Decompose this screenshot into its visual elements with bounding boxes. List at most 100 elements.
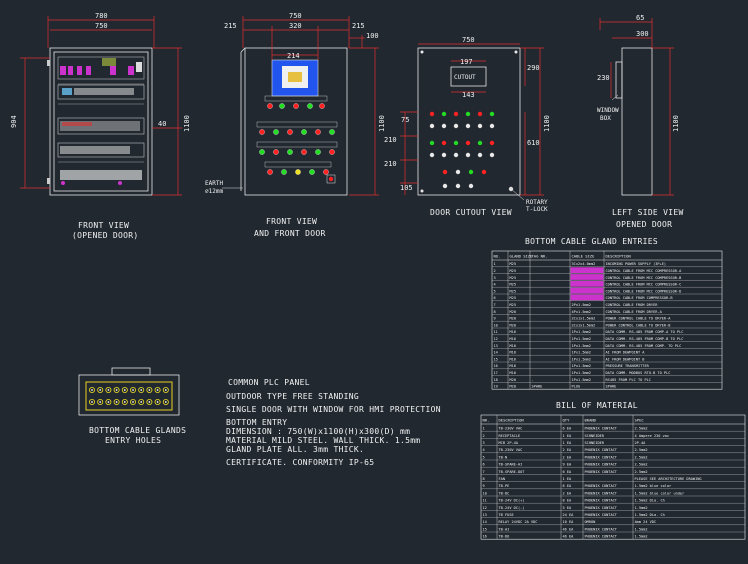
cutout-hole [477, 140, 483, 146]
view-subtitle: (OPENED DOOR) [72, 231, 139, 240]
table-cell: 9 EA [563, 463, 572, 467]
pilot-light [329, 149, 335, 155]
pilot-light [319, 103, 325, 109]
front-view-door: 750 215 320 215 100 214 1100 EARTH ⌀12mm… [205, 12, 386, 238]
dim-label: 904 [10, 115, 18, 128]
cutout-hole [442, 183, 448, 189]
table-cell: 8 [483, 477, 485, 481]
device-highlight [68, 66, 73, 75]
table-cell: M20 [510, 317, 517, 321]
cutout-hole [441, 152, 447, 158]
table-cell: 2Cx1x1.5mm2 [572, 323, 596, 327]
terminal-block [62, 88, 72, 95]
pilot-light [315, 129, 321, 135]
table-cell: INCOMING POWER SUPPLY (3P+E) [606, 262, 667, 266]
table-cell: M20 [510, 323, 517, 327]
note-line: CERTIFICATE. CONFORMITY IP-65 [226, 458, 374, 467]
table-cell: 10 [494, 323, 498, 327]
table-cell: TB-SPARE-AI [499, 463, 523, 467]
gland-hole [105, 386, 112, 393]
table-cell: 1.5mm2 [635, 527, 648, 531]
table-cell: 13 [494, 344, 498, 348]
table-cell: 6 EA [563, 484, 572, 488]
door-outline [244, 47, 348, 196]
rotary-switch [326, 174, 336, 184]
pilot-light [323, 169, 329, 175]
gland-hole [162, 386, 169, 393]
gland-hole [146, 398, 153, 405]
pilot-light [267, 103, 273, 109]
gland-hole [97, 386, 104, 393]
table-cell: SCHNEIDER [585, 441, 605, 445]
table-cell-highlight [570, 280, 604, 287]
gland-marker [118, 181, 122, 185]
note-line: GLAND PLATE ALL. 3mm THICK. [226, 445, 364, 454]
table-cell: 46 EA [563, 535, 575, 539]
table-cell: DATA COMM. MODBUS RTU-B TO PLC [606, 371, 671, 375]
gland-hole-center [156, 401, 159, 403]
dim-label: 320 [289, 22, 302, 30]
table-cell: 24 EA [563, 513, 575, 517]
device-highlight [77, 66, 82, 75]
table-cell: M16 [510, 357, 517, 361]
gland-hole [121, 398, 128, 405]
cutout-hole-grid [420, 50, 518, 193]
cutout-hole [455, 169, 461, 175]
table-cell: CONTROL CABLE FROM DRYER-A [606, 310, 663, 314]
cutout-hole [465, 111, 471, 117]
gland-plate-outline [78, 374, 180, 416]
gland-plate-flange [111, 367, 151, 376]
gland-hole-center [107, 389, 110, 391]
table-cell: PHOENIX CONTACT [585, 470, 618, 474]
table-cell: TB-24V DC(+) [499, 499, 525, 503]
dim-label: 215 [352, 22, 365, 30]
dim-label: 75 [401, 116, 409, 124]
window-label: BOX [600, 115, 611, 122]
table-cell: 11 [494, 330, 498, 334]
pilot-light [329, 129, 335, 135]
table-cell: 2 [483, 434, 485, 438]
table-cell: PRESSURE TRANSMITTER [606, 364, 650, 368]
gland-title: BOTTOM CABLE GLANDS [89, 426, 186, 435]
table-cell: RELAY 24VDC 2A VDC [499, 520, 538, 524]
table-cell: 1Px1.5mm2 [572, 330, 591, 334]
table-cell: SCHNEIDER [585, 434, 605, 438]
table-cell: CONTROL CABLE FROM MCC COMPRESSOR-A [606, 269, 683, 273]
cutout-hole [465, 152, 471, 158]
gland-hole-center [107, 401, 110, 403]
door-outline [417, 47, 521, 196]
table-cell: POWER CONTROL CABLE TO DRYER-A [606, 317, 672, 321]
gland-hole-center [140, 401, 143, 403]
cutout-label: CUTOUT [454, 74, 476, 81]
table-cell: 6 [483, 463, 485, 467]
rotary-label: ROTARY [526, 199, 548, 206]
gland-hole-center [132, 389, 134, 391]
table-header-cell: GLAND SIZE [510, 254, 534, 259]
table-cell: 1.5mm2 blue color [635, 484, 673, 488]
table-cell: TB FUSE [499, 513, 514, 517]
table-cell: 16 [483, 535, 487, 539]
table-cell: 4mm 24 VDC [635, 520, 657, 524]
table-cell: PLEASE SEE ARCHITECTURE DRAWING [635, 477, 702, 481]
gland-hole [154, 386, 161, 393]
table-cell: 9 [483, 484, 485, 488]
mount-hole [514, 50, 518, 54]
table-cell: 1.5mm2 blue color under [635, 491, 686, 495]
dim-label: 214 [287, 52, 300, 60]
gland-hole [129, 398, 136, 405]
note-line: BOTTOM ENTRY [226, 418, 287, 427]
gland-hole-center [148, 401, 151, 403]
gland-hole [146, 386, 153, 393]
device-highlight [128, 66, 134, 75]
dim-label: 40 [158, 120, 166, 128]
mount-hole [420, 189, 424, 193]
table-cell: M20 [510, 310, 517, 314]
table-cell: M25 [510, 303, 517, 307]
gland-hole [89, 398, 96, 405]
table-cell: CONTROL CABLE FROM COMPRESSOR-B [606, 296, 673, 300]
table-cell: 2 EA [563, 455, 572, 459]
table-header-cell: NO. [494, 254, 501, 259]
view-title: FRONT VIEW [78, 221, 129, 230]
table-cell: M16 [510, 337, 517, 341]
table-cell: 2 [494, 269, 496, 273]
